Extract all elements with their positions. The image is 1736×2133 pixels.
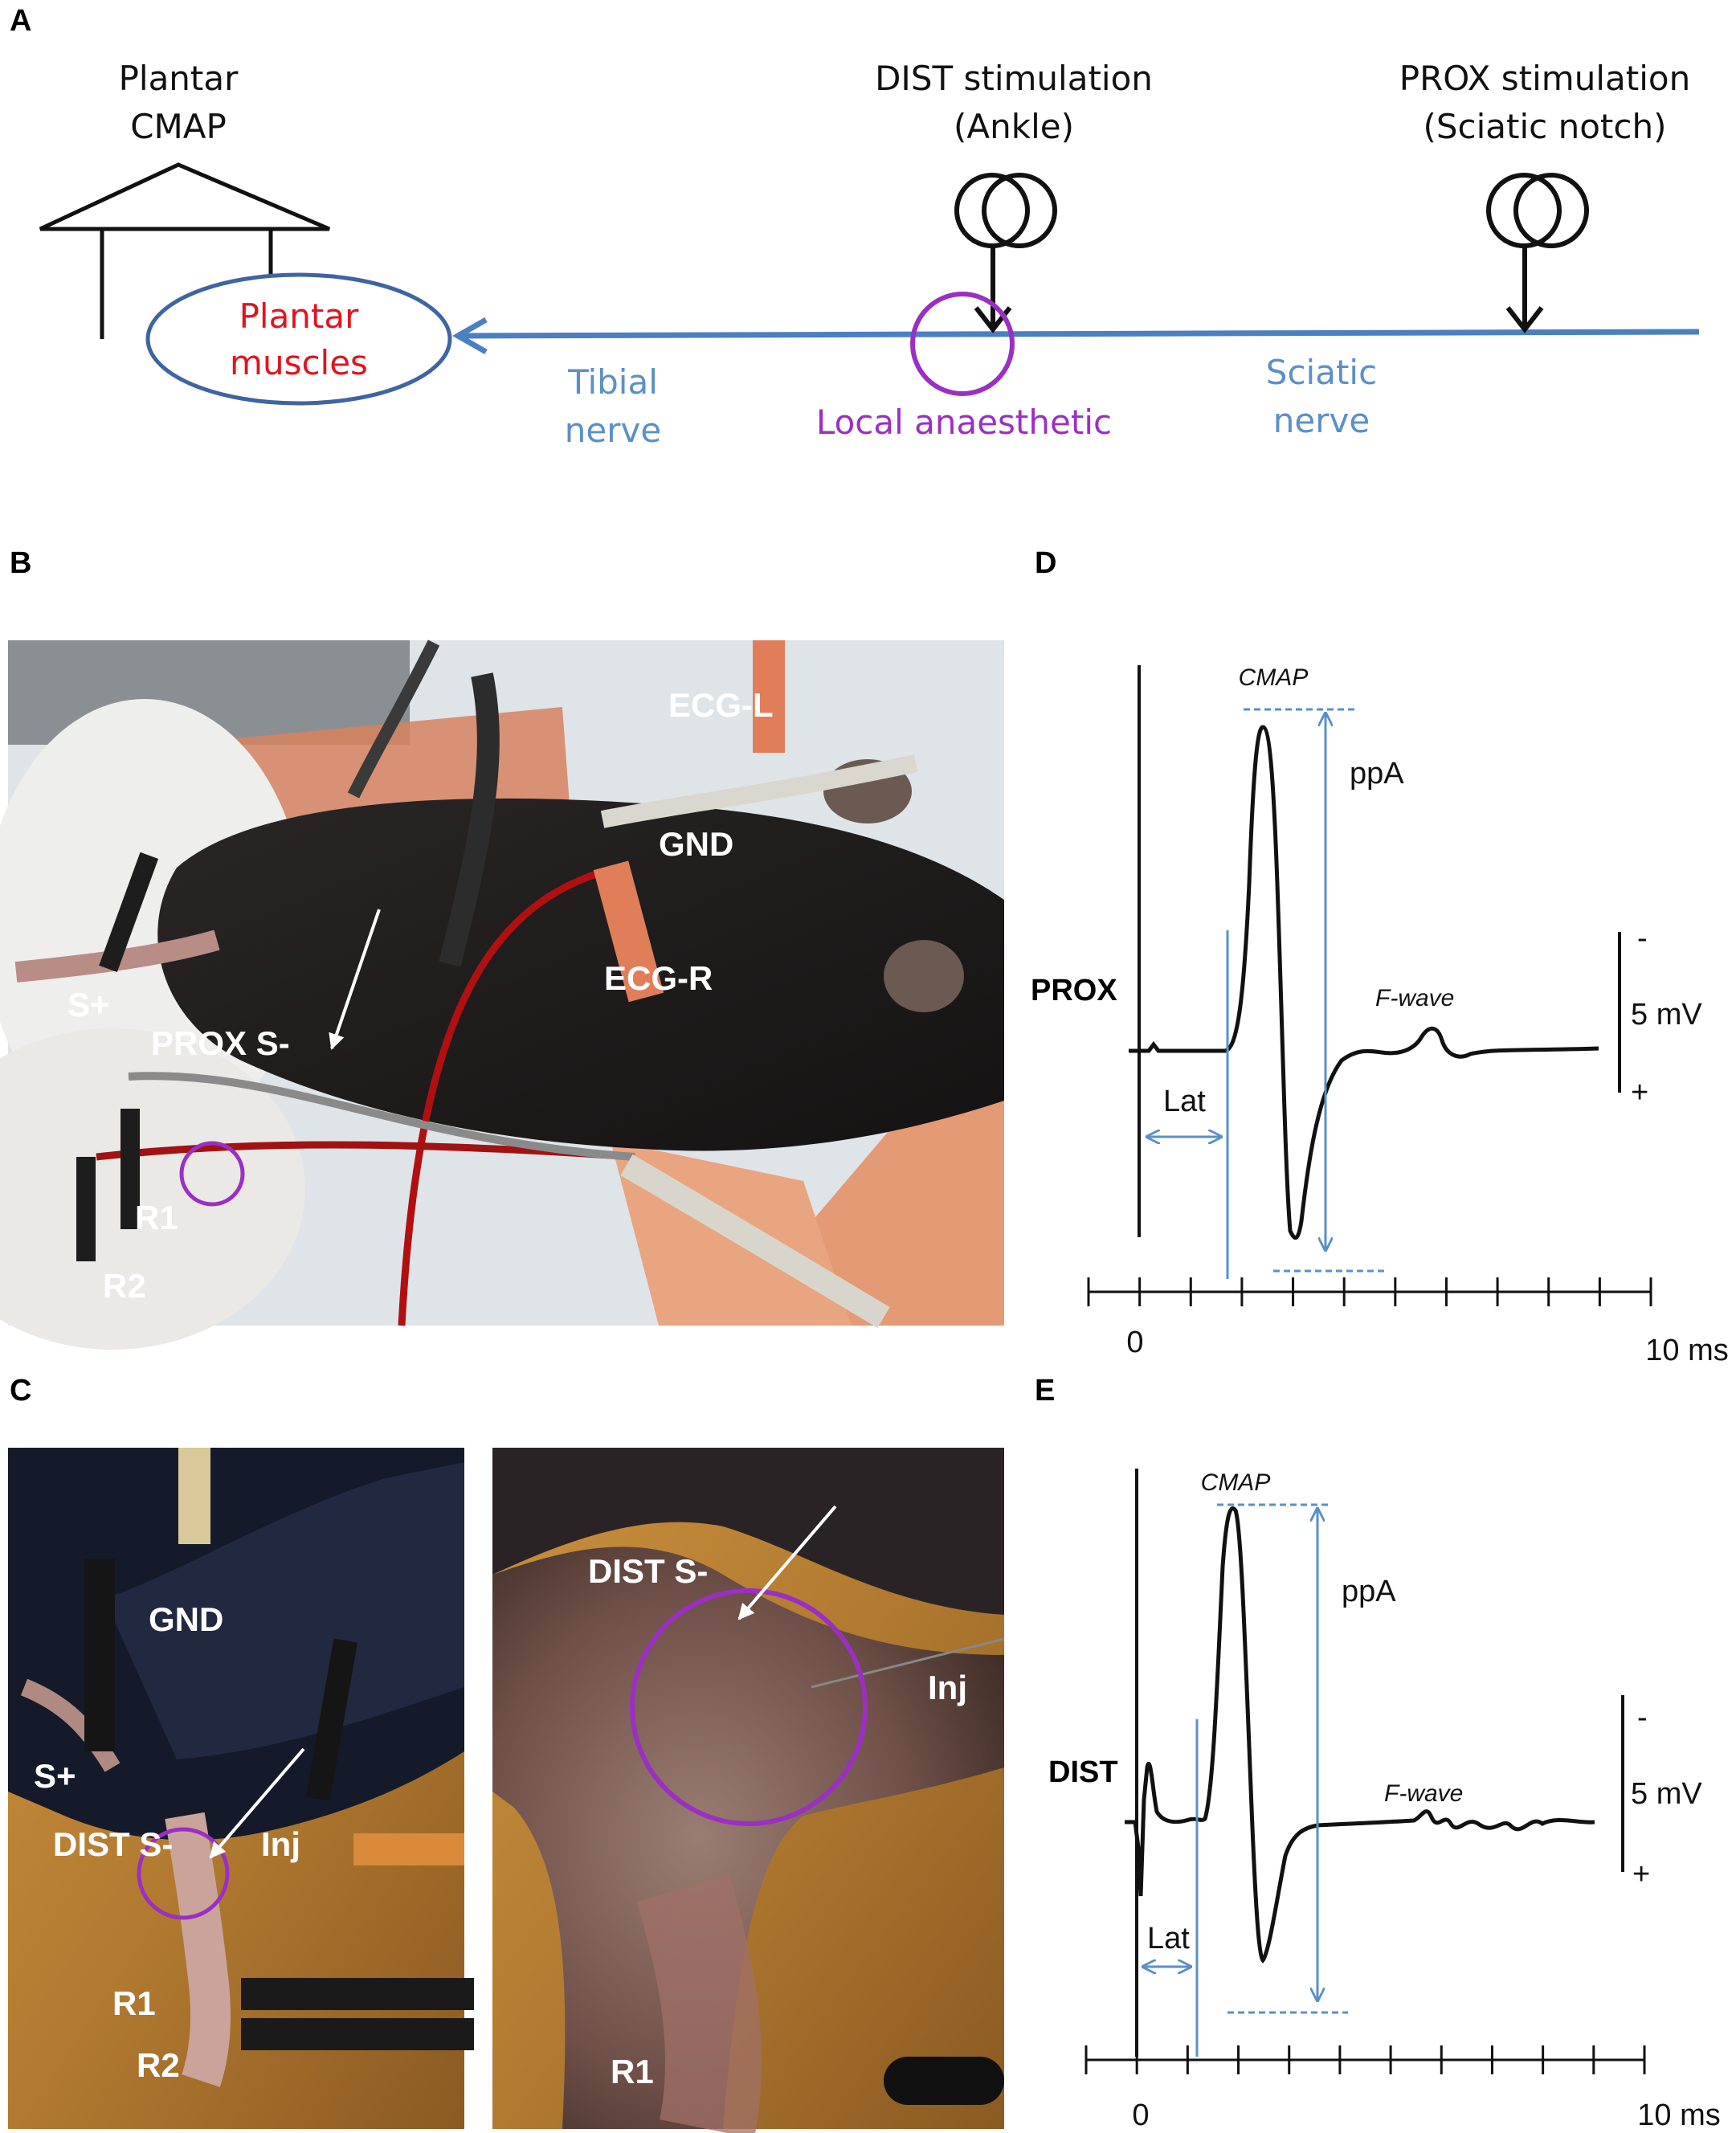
trace-d-waveform xyxy=(1129,725,1599,1240)
photo-c-r1: R1 xyxy=(112,1984,156,2022)
trace-e-x0-label: 0 xyxy=(1132,2098,1149,2132)
photo-c-gnd: GND xyxy=(149,1600,223,1638)
photo-b: ECG-L GND ECG-R S+ PROX S- R1 R2 xyxy=(0,639,1004,1350)
cmap-recording-icon xyxy=(39,162,330,339)
trace-d-scale-label: 5 mV xyxy=(1631,998,1702,1032)
photo-c-inj: Inj xyxy=(261,1825,300,1863)
plantar-cmap-label-line1: Plantar xyxy=(119,59,239,98)
trace-d-xend-label: 10 ms xyxy=(1645,1334,1728,1367)
trace-d-lat-label: Lat xyxy=(1163,1085,1206,1118)
photo-c-left: GND S+ DIST S- Inj R1 R2 xyxy=(8,1448,474,2129)
photo-c-right: DIST S- Inj R1 xyxy=(492,1448,1005,2133)
trace-e-x-axis xyxy=(1084,2045,1646,2074)
sciatic-nerve-label-line2: nerve xyxy=(1273,401,1370,440)
photo-b-ecg-r: ECG-R xyxy=(604,959,713,997)
trace-d-plus: + xyxy=(1631,1076,1648,1109)
panel-label-c: C xyxy=(10,1374,31,1408)
trace-e-cmap-label: CMAP xyxy=(1201,1469,1271,1496)
panel-label-d: D xyxy=(1035,546,1056,580)
photo-c-right-dist-s-minus: DIST S- xyxy=(588,1552,708,1590)
trace-d-prox-label: PROX xyxy=(1031,974,1117,1007)
photo-c-dist-arrow xyxy=(209,1747,305,1859)
nerve-line xyxy=(451,317,1700,355)
trace-e-fwave-label: F-wave xyxy=(1384,1780,1463,1807)
prox-stim-label-line2: (Sciatic notch) xyxy=(1423,107,1666,146)
trace-e-ppa-label: ppA xyxy=(1342,1575,1396,1608)
local-anaesthetic-label: Local anaesthetic xyxy=(816,402,1112,442)
photo-c-r2: R2 xyxy=(137,2046,180,2084)
trace-d-ppa-label: ppA xyxy=(1350,757,1404,791)
trace-e-scale-label: 5 mV xyxy=(1631,1777,1702,1811)
plantar-muscles-label-line2: muscles xyxy=(230,343,368,382)
trace-e-plus: + xyxy=(1632,1857,1650,1891)
photo-c-right-dist-arrow xyxy=(737,1505,837,1620)
photo-c-right-r1: R1 xyxy=(611,2053,654,2090)
trace-d-x0-label: 0 xyxy=(1126,1326,1143,1359)
panel-label-b: B xyxy=(10,546,31,580)
photo-c-s-plus: S+ xyxy=(34,1757,76,1795)
sciatic-nerve-label-line1: Sciatic xyxy=(1266,353,1377,392)
photo-c-right-inj: Inj xyxy=(928,1669,967,1706)
trace-e-waveform xyxy=(1125,1506,1595,1964)
photo-b-ecg-l: ECG-L xyxy=(668,686,774,724)
photo-b-gnd: GND xyxy=(659,825,733,863)
photo-c-dist-s-minus: DIST S- xyxy=(53,1825,173,1863)
prox-stim-label-line1: PROX stimulation xyxy=(1399,59,1690,98)
plantar-muscles-label-line1: Plantar xyxy=(239,296,360,336)
panel-label-a: A xyxy=(10,4,31,38)
photo-b-anaesthetic-circle xyxy=(179,1141,245,1207)
plantar-cmap-label-line2: CMAP xyxy=(130,107,227,146)
photo-b-s-plus: S+ xyxy=(67,986,110,1024)
trace-d: CMAP ppA PROX F-wave Lat 5 mV - + 0 10 m… xyxy=(1031,664,1729,1367)
trace-e-minus: - xyxy=(1637,1701,1648,1735)
tibial-nerve-label-line2: nerve xyxy=(565,411,661,450)
photo-c-anaesthetic-circle xyxy=(137,1827,230,1920)
photo-c-right-anaesthetic-circle xyxy=(630,1588,868,1826)
trace-d-fwave-label: F-wave xyxy=(1375,985,1454,1011)
trace-e-dist-label: DIST xyxy=(1048,1755,1118,1789)
trace-e-lat-label: Lat xyxy=(1147,1922,1190,1955)
prox-stimulator-icon xyxy=(1486,173,1589,333)
photo-b-prox-arrow xyxy=(329,909,381,1050)
trace-e-xend-label: 10 ms xyxy=(1637,2098,1720,2132)
trace-d-minus: - xyxy=(1637,921,1648,955)
local-anaesthetic-circle xyxy=(910,292,1015,396)
tibial-nerve-label-line1: Tibial xyxy=(567,362,658,402)
dist-stim-label-line1: DIST stimulation xyxy=(875,59,1153,98)
panel-label-e: E xyxy=(1035,1374,1055,1408)
dist-stimulator-icon xyxy=(954,173,1057,333)
dist-stim-label-line2: (Ankle) xyxy=(954,107,1074,146)
photo-b-r1: R1 xyxy=(135,1199,178,1236)
photo-b-r2: R2 xyxy=(103,1267,146,1305)
trace-e: CMAP ppA DIST F-wave Lat 5 mV - + 0 10 m… xyxy=(1048,1469,1721,2132)
trace-d-cmap-label: CMAP xyxy=(1239,664,1309,691)
trace-d-x-axis xyxy=(1087,1277,1652,1306)
photo-b-prox-s-minus: PROX S- xyxy=(151,1024,290,1062)
plantar-muscles-ellipse xyxy=(145,272,452,406)
